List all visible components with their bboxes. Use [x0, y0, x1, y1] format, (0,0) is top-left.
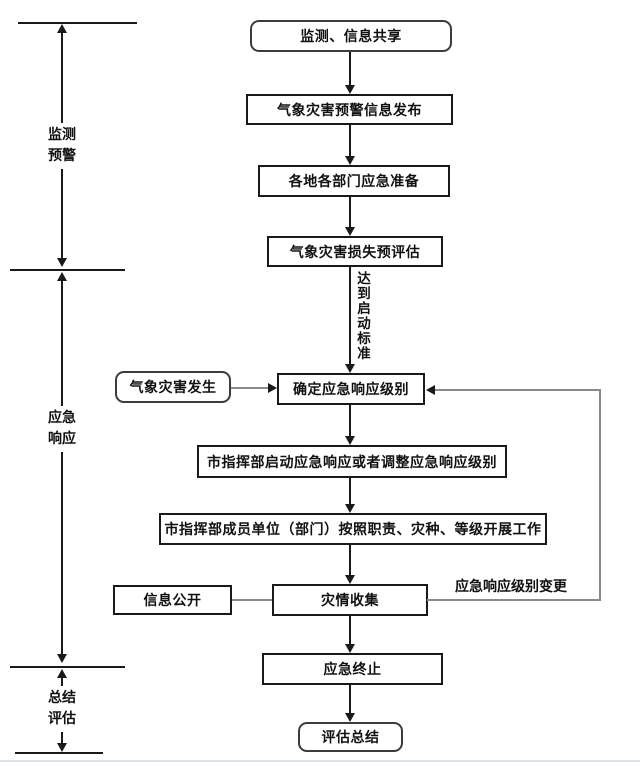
edge-label-level-change: 应急响应级别变更	[455, 576, 567, 596]
node-disaster-occur[interactable]: 气象灾害发生	[115, 371, 231, 403]
node-label: 评估总结	[321, 730, 380, 746]
arrowhead-icon	[426, 385, 435, 395]
phase2-axis-line	[61, 280, 63, 654]
node-determine-level[interactable]: 确定应急响应级别	[277, 373, 425, 405]
node-members-work[interactable]: 市指挥部成员单位（部门）按照职责、灾种、等级开展工作	[159, 513, 547, 545]
node-label: 信息公开	[143, 593, 202, 609]
arrowhead-icon	[345, 85, 355, 94]
phase-tick-line-1	[18, 22, 137, 24]
feedback-line-bottom	[427, 599, 601, 601]
phase3-arrow-up-icon	[57, 669, 67, 678]
arrowhead-icon	[345, 227, 355, 236]
phase-label-line: 总结	[48, 690, 76, 706]
phase2-arrow-up-icon	[57, 272, 67, 281]
arrow-determine-to-start	[349, 405, 351, 437]
arrowhead-icon	[345, 364, 355, 373]
phase-label-line: 监测	[48, 127, 76, 143]
node-emergency-prep[interactable]: 各地各部门应急准备	[258, 165, 450, 197]
node-label: 气象灾害损失预评估	[289, 244, 421, 261]
phase-tick-line-3	[10, 666, 125, 668]
phase-label-line: 应急	[48, 410, 76, 426]
arrowhead-icon	[345, 156, 355, 165]
arrow-collect-to-end	[349, 616, 351, 645]
arrow-members-to-collect	[349, 545, 351, 576]
arrowhead-icon	[345, 436, 355, 445]
node-start-adjust[interactable]: 市指挥部启动应急响应或者调整应急响应级别	[197, 445, 507, 478]
arrowhead-icon	[345, 575, 355, 584]
phase-label-summary-evaluation: 总结 评估	[40, 686, 84, 732]
arrow-warning-to-prep	[349, 125, 351, 157]
phase-label-line: 预警	[48, 148, 76, 164]
arrow-prep-to-preassess	[349, 197, 351, 228]
node-label: 灾情收集	[321, 593, 379, 609]
node-label: 市指挥部启动应急响应或者调整应急响应级别	[207, 454, 497, 471]
phase1-arrow-up-icon	[57, 24, 67, 33]
page-bottom-rule	[0, 760, 640, 762]
arrowhead-icon	[345, 504, 355, 513]
node-label: 气象灾害预警信息发布	[277, 102, 422, 119]
connector-info-to-collect	[232, 599, 272, 601]
phase-tick-line-4	[15, 752, 103, 754]
arrowhead-icon	[345, 713, 355, 722]
phase-label-line: 评估	[48, 711, 76, 727]
phase3-arrow-down-icon	[57, 743, 67, 752]
arrow-start-to-members	[349, 478, 351, 505]
node-label: 气象灾害发生	[129, 380, 217, 396]
arrowhead-icon	[268, 383, 277, 393]
node-info-public[interactable]: 信息公开	[113, 585, 232, 615]
node-label: 各地各部门应急准备	[288, 174, 420, 190]
arrowhead-icon	[345, 644, 355, 653]
phase2-arrow-down-icon	[57, 654, 67, 663]
node-disaster-collect[interactable]: 灾情收集	[272, 584, 428, 616]
phase-tick-line-2	[10, 269, 125, 271]
phase1-arrow-down-icon	[57, 258, 67, 267]
phase-label-line: 响应	[48, 431, 76, 447]
node-emergency-end[interactable]: 应急终止	[262, 653, 443, 685]
arrow-end-to-summary	[349, 685, 351, 714]
node-label: 确定应急响应级别	[293, 382, 409, 398]
arrow-preassess-to-determine	[349, 267, 351, 365]
phase-label-emergency-response: 应急 响应	[40, 406, 84, 452]
feedback-line-top	[435, 389, 601, 391]
node-label: 监测、信息共享	[300, 29, 402, 45]
edge-label-threshold: 达到启动标准	[356, 271, 372, 362]
arrow-occur-to-determine	[231, 387, 269, 389]
feedback-line-vertical	[599, 389, 601, 601]
node-label: 应急终止	[323, 662, 382, 678]
node-monitor-share[interactable]: 监测、信息共享	[250, 20, 452, 52]
arrow-monitor-to-warning	[349, 52, 351, 86]
node-loss-preassess[interactable]: 气象灾害损失预评估	[267, 236, 443, 267]
phase-label-monitoring-warning: 监测 预警	[40, 123, 84, 169]
node-label: 市指挥部成员单位（部门）按照职责、灾种、等级开展工作	[164, 522, 542, 538]
node-warning-release[interactable]: 气象灾害预警信息发布	[246, 94, 453, 125]
node-eval-summary[interactable]: 评估总结	[298, 722, 403, 752]
